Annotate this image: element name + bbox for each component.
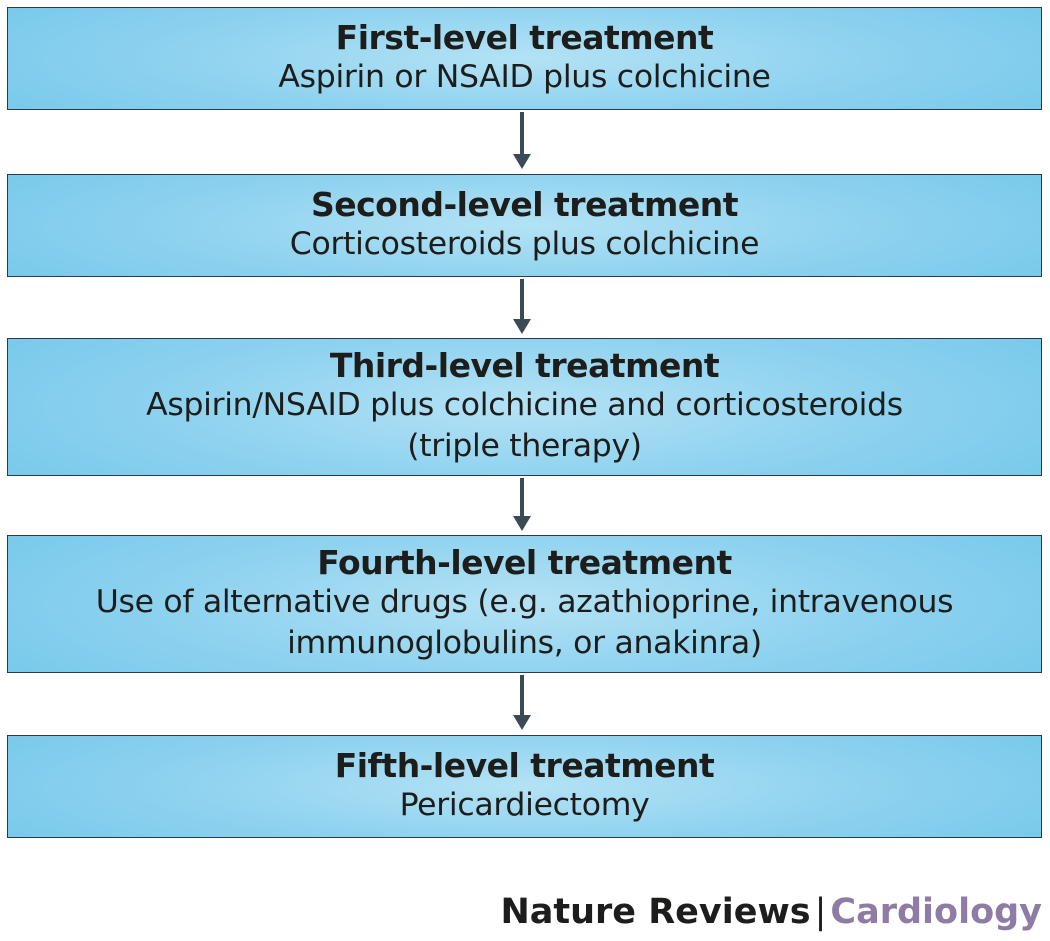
step-title: Third-level treatment <box>329 346 720 385</box>
step-text: Corticosteroids plus colchicine <box>289 226 760 262</box>
step-text: Aspirin/NSAID plus colchicine and cortic… <box>146 387 903 423</box>
credit-separator: | <box>814 892 827 932</box>
step-box-1: First-level treatment Aspirin or NSAID p… <box>7 7 1042 110</box>
step-title: Second-level treatment <box>310 185 739 224</box>
step-text: Use of alternative drugs (e.g. azathiopr… <box>95 584 954 620</box>
step-text: Pericardiectomy <box>399 787 650 823</box>
down-arrow-icon <box>513 279 531 334</box>
step-box-2: Second-level treatment Corticosteroids p… <box>7 174 1042 277</box>
step-text: Aspirin or NSAID plus colchicine <box>278 59 771 95</box>
step-title: First-level treatment <box>335 18 714 57</box>
down-arrow-icon <box>513 675 531 730</box>
step-text: immunoglobulins, or anakinra) <box>287 625 762 661</box>
step-box-4: Fourth-level treatment Use of alternativ… <box>7 535 1042 673</box>
publisher-name: Nature Reviews <box>500 892 811 932</box>
down-arrow-icon <box>513 478 531 531</box>
step-text: (triple therapy) <box>407 428 642 464</box>
step-box-5: Fifth-level treatment Pericardiectomy <box>7 735 1042 838</box>
step-box-3: Third-level treatment Aspirin/NSAID plus… <box>7 338 1042 476</box>
down-arrow-icon <box>513 112 531 169</box>
journal-credit: Nature Reviews|Cardiology <box>500 890 1042 934</box>
step-title: Fourth-level treatment <box>317 543 732 582</box>
step-title: Fifth-level treatment <box>334 746 715 785</box>
journal-name: Cardiology <box>830 892 1042 932</box>
